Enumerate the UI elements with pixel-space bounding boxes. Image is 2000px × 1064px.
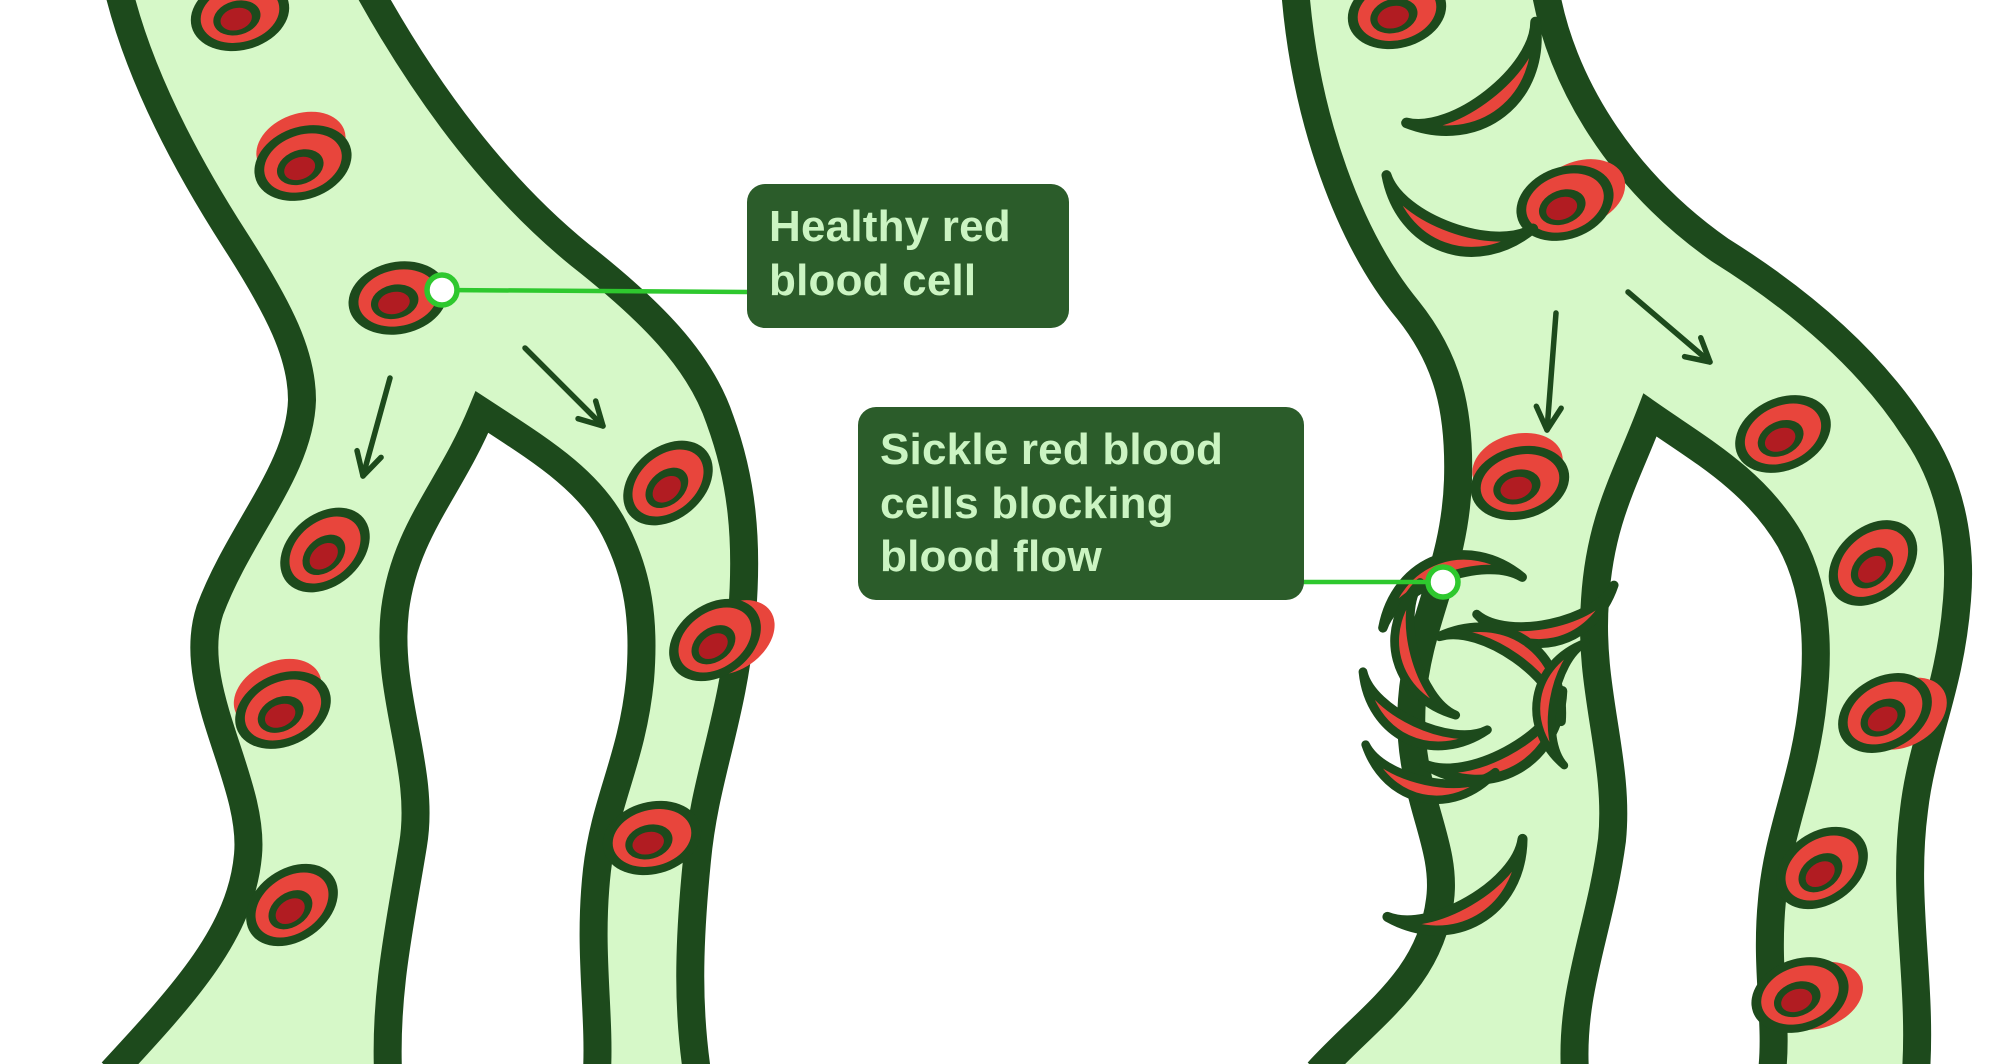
healthy-red-blood-cell (623, 440, 713, 526)
blood-cells-layer (190, 0, 1947, 1033)
sickle-cell-label: Sickle red blood cells blocking blood fl… (858, 407, 1304, 600)
sickle-red-blood-cell (1532, 638, 1590, 770)
sickle-red-blood-cell (1381, 170, 1539, 257)
healthy-vessel (101, 0, 759, 1064)
healthy-red-blood-cell (1470, 432, 1570, 521)
healthy-cell-label: Healthy red blood cell (747, 184, 1069, 328)
flow-arrow (522, 345, 606, 429)
sickle-red-blood-cell (1378, 550, 1527, 633)
healthy-vessel-right-wall (358, 0, 759, 1064)
callout (1302, 564, 1461, 600)
healthy-red-blood-cell (1347, 0, 1447, 50)
healthy-red-blood-cell (233, 658, 331, 749)
callout (424, 272, 748, 308)
flow-arrows-layer (354, 289, 1713, 479)
healthy-red-blood-cell (669, 598, 775, 682)
sickle-red-blood-cell (1382, 833, 1528, 936)
callout-dot (424, 272, 460, 308)
sickle-vessel-right-wall (1533, 0, 1973, 1064)
healthy-red-blood-cell (246, 863, 338, 947)
sickle-red-blood-cell (1358, 667, 1492, 751)
flow-arrow (354, 375, 393, 479)
healthy-vessel-inner-wall (373, 390, 656, 1064)
callout-lines-layer (424, 272, 1461, 600)
healthy-red-blood-cell (1751, 957, 1863, 1033)
healthy-red-blood-cell (602, 800, 702, 876)
flow-arrow (1625, 289, 1713, 365)
healthy-red-blood-cell (1838, 673, 1947, 753)
healthy-red-blood-cell (1828, 520, 1918, 606)
flow-arrow (1533, 310, 1564, 433)
callout-dot (1425, 564, 1461, 600)
healthy-vessel-left-wall (101, 0, 317, 1064)
healthy-red-blood-cell (1516, 159, 1626, 241)
healthy-red-blood-cell (348, 261, 448, 335)
sickle-red-blood-cell (1361, 740, 1500, 804)
sickle-red-blood-cell (1390, 578, 1461, 720)
healthy-red-blood-cell (1776, 826, 1868, 910)
callout-line (441, 287, 748, 295)
healthy-red-blood-cell (1735, 395, 1831, 473)
healthy-red-blood-cell (280, 507, 370, 593)
healthy-red-blood-cell (254, 111, 352, 201)
healthy-red-blood-cell (190, 0, 290, 52)
sickle-red-blood-cell (1401, 16, 1542, 136)
sickle-vessel-inner-wall (1560, 393, 1830, 1064)
